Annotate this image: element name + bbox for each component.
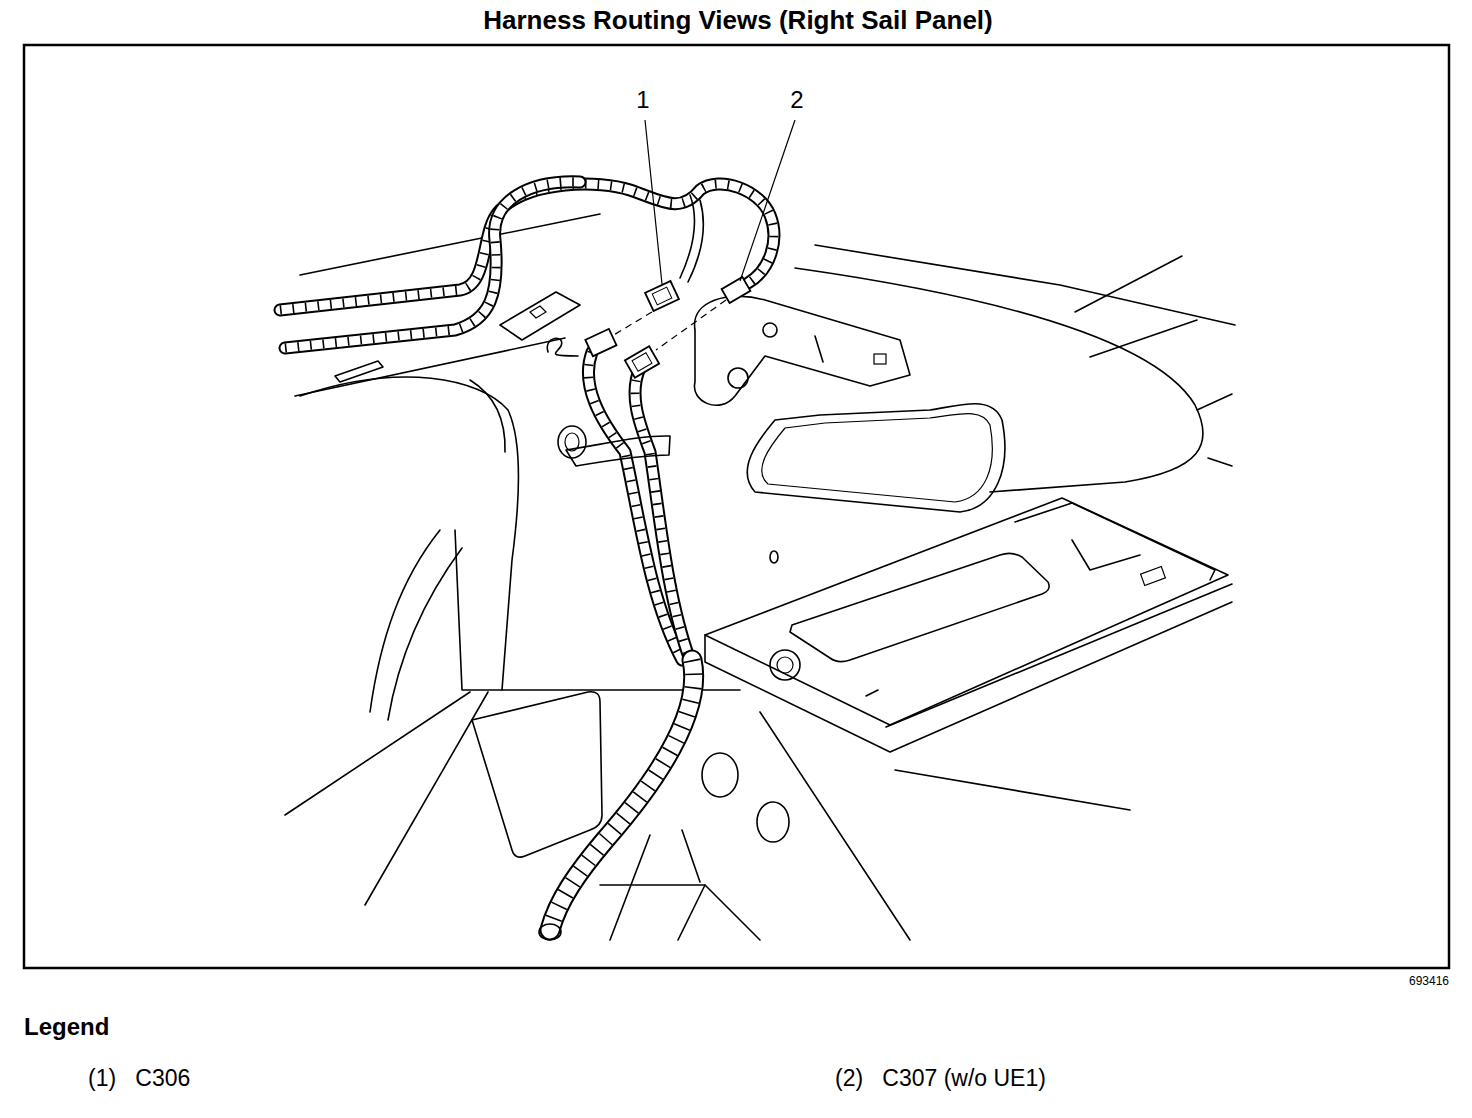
panel-edge <box>1197 394 1232 410</box>
floor-edge <box>610 835 650 940</box>
legend-entry: (2) C307 (w/o UE1) <box>835 1065 1046 1091</box>
panel-edge <box>795 268 1203 492</box>
connector-c306 <box>645 281 679 311</box>
shelf-pad <box>1015 503 1215 580</box>
shelf-pad <box>1072 540 1140 570</box>
wiring-harness <box>285 182 580 348</box>
connector-body <box>645 281 679 311</box>
panel-edge <box>1075 256 1182 312</box>
leader-line <box>645 120 662 284</box>
panel-edge <box>1090 320 1197 357</box>
connector-c306-mate <box>585 329 616 356</box>
shelf-tab <box>1141 567 1166 586</box>
connector-c307 <box>722 277 751 303</box>
wiring-harness <box>550 660 694 930</box>
bracket-hole <box>728 368 748 388</box>
hinge-bracket <box>694 296 910 405</box>
floor-edge <box>678 885 705 940</box>
wiring-harness <box>280 184 774 310</box>
floor-edge <box>895 770 1130 810</box>
wiring-harness <box>550 660 694 930</box>
harness-tape <box>550 660 694 930</box>
shelf-hole <box>777 657 793 673</box>
connector-c307-mate <box>625 346 659 377</box>
panel-edge <box>1208 458 1232 466</box>
wiring-harness <box>635 368 690 660</box>
wheelhouse <box>285 692 470 815</box>
floor-hole <box>702 753 738 797</box>
harness-clip <box>566 436 670 466</box>
panel-hole <box>770 551 778 563</box>
mating-line <box>656 300 726 350</box>
figure-frame <box>24 45 1449 968</box>
panel-edge <box>300 214 600 275</box>
wheelhouse <box>365 692 488 905</box>
connector-face <box>632 353 652 371</box>
shelf-lip <box>705 602 1232 752</box>
shelf-plate <box>705 498 1228 725</box>
shelf-slot <box>866 690 878 696</box>
wheelhouse <box>388 548 462 720</box>
harness-tape <box>280 184 774 310</box>
floor-hole <box>757 802 789 842</box>
connector-face <box>652 287 672 305</box>
harness-end <box>539 924 561 940</box>
callout-number: 2 <box>790 86 803 114</box>
connector-body <box>585 329 616 356</box>
connector-wires <box>688 200 703 282</box>
callout-number: 1 <box>636 86 649 114</box>
retainer-hook <box>547 338 578 356</box>
grommet <box>558 426 586 458</box>
floor-edge <box>760 712 910 940</box>
panel-cutout <box>747 404 1005 512</box>
mounting-pad <box>500 292 580 340</box>
bracket-tab <box>874 354 886 364</box>
mounting-hole <box>530 306 546 318</box>
bracket-slot <box>815 336 823 362</box>
harness-tape <box>635 368 690 660</box>
panel-cutout <box>762 414 993 502</box>
legend-entry: (1) C306 <box>88 1065 190 1091</box>
mating-line <box>612 312 652 336</box>
wiring-harness <box>280 184 774 310</box>
connector-wires <box>680 195 695 278</box>
shelf-lip <box>886 584 1232 727</box>
connector-body <box>625 346 659 377</box>
bracket-hole <box>763 323 777 337</box>
panel-window <box>472 692 602 857</box>
leader-line <box>740 120 795 281</box>
wiring-harness <box>635 368 690 660</box>
sail-panel <box>470 380 505 452</box>
wiring-harness <box>285 182 580 348</box>
legend-heading: Legend <box>24 1013 109 1041</box>
floor-edge <box>682 830 700 882</box>
wheelhouse <box>370 530 440 712</box>
connector-body <box>722 277 751 303</box>
shelf-hole <box>770 650 800 680</box>
figure-number: 693416 <box>1409 975 1449 989</box>
shelf-opening <box>790 553 1049 661</box>
harness-tape <box>285 182 580 348</box>
diagram-title: Harness Routing Views (Right Sail Panel) <box>483 6 993 36</box>
floor-edge <box>600 885 760 940</box>
